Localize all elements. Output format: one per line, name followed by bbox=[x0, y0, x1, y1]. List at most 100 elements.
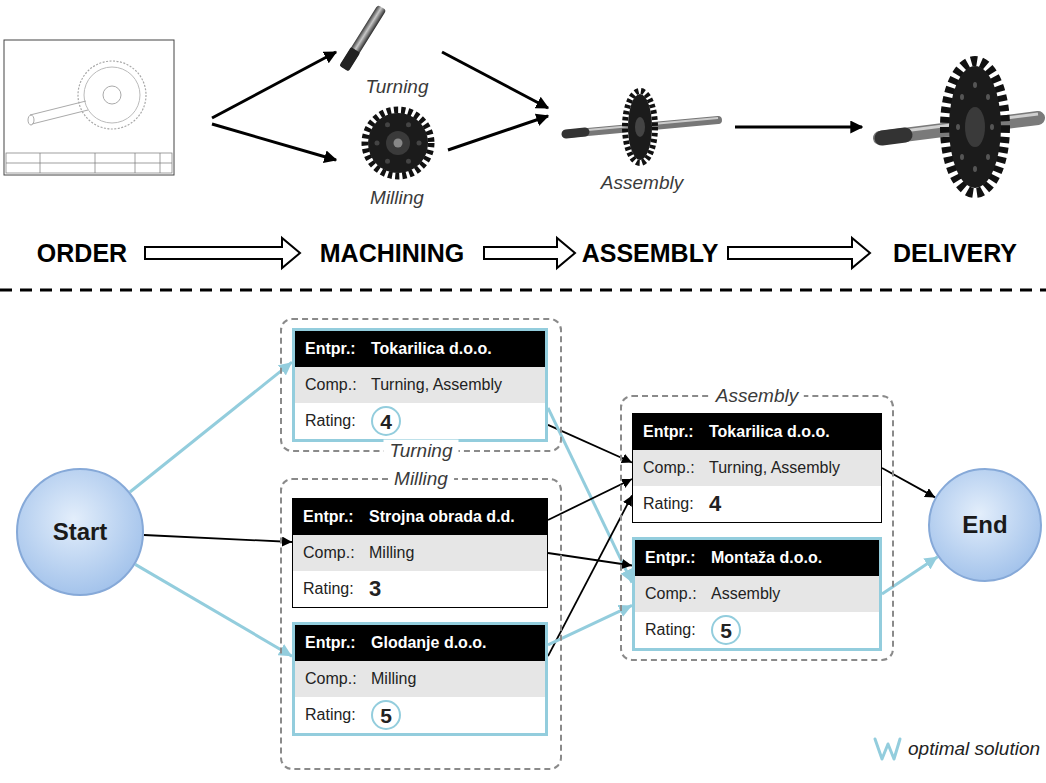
shaft-end bbox=[882, 135, 905, 138]
field-row: Rating: 5 bbox=[295, 697, 545, 733]
terminal-circle: Start bbox=[15, 467, 145, 597]
enterprise-box: Entpr.:Tokarilica d.o.o. Comp.: Turning, A… bbox=[292, 328, 548, 442]
field-value: 4 bbox=[371, 406, 401, 436]
field-value: Milling bbox=[369, 544, 414, 562]
field-label: Entpr.: bbox=[303, 508, 363, 526]
flow-arrow bbox=[212, 52, 336, 118]
legend-swatch bbox=[872, 736, 902, 762]
field-row: Comp.: Milling bbox=[295, 661, 545, 697]
gear-part bbox=[365, 110, 431, 176]
stage-group: Entpr.:Strojna obrada d.d.Comp.:MillingR… bbox=[280, 478, 562, 770]
terminal-label: End bbox=[962, 511, 1007, 539]
part-caption: Assembly bbox=[601, 172, 683, 195]
flow-arrow bbox=[448, 116, 548, 150]
group-label: Milling bbox=[388, 468, 454, 491]
gear-teeth bbox=[625, 91, 655, 163]
gear-hub bbox=[965, 107, 985, 147]
field-label: Comp.: bbox=[643, 459, 703, 477]
field-row: Comp.: Turning, Assembly bbox=[295, 367, 545, 403]
shaft-end bbox=[339, 47, 360, 71]
gear-sketch bbox=[78, 61, 146, 129]
field-value: Milling bbox=[371, 670, 416, 688]
field-label: Rating: bbox=[303, 580, 363, 598]
terminal-label: Start bbox=[53, 518, 108, 546]
shaft-end bbox=[566, 132, 585, 134]
connector-arrow bbox=[135, 564, 292, 656]
enterprise-box: Entpr.:Montaža d.o.o.Comp.:AssemblyRatin… bbox=[632, 537, 882, 651]
part-caption: Turning bbox=[365, 76, 428, 99]
gear-body bbox=[628, 94, 652, 160]
field-value: Turning, Assembly bbox=[371, 376, 502, 394]
title-block bbox=[6, 153, 172, 173]
field-row: Comp.: Assembly bbox=[635, 576, 879, 612]
field-value: Assembly bbox=[711, 585, 780, 603]
gear-body bbox=[949, 66, 1001, 188]
stage-name: ASSEMBLY bbox=[582, 238, 719, 268]
stage-arrows bbox=[145, 238, 870, 268]
part-caption: Milling bbox=[370, 187, 424, 210]
field-value: 5 bbox=[371, 700, 401, 730]
separator-line bbox=[0, 289, 1046, 292]
gear-teeth bbox=[365, 110, 431, 176]
field-label: Entpr.: bbox=[305, 340, 365, 358]
shaft-sketch bbox=[28, 115, 34, 125]
field-label: Comp.: bbox=[303, 544, 363, 562]
field-row: Rating:3 bbox=[293, 571, 547, 607]
field-label: Entpr.: bbox=[643, 423, 703, 441]
legend-sample bbox=[875, 739, 900, 759]
flow-arrows bbox=[212, 52, 862, 160]
stage-group: Entpr.:Tokarilica d.o.o. Comp.: Turning, A… bbox=[620, 395, 894, 661]
final-product bbox=[880, 61, 1038, 193]
enterprise-box: Entpr.:Tokarilica d.o.o. Comp.: Turning, A… bbox=[632, 413, 882, 523]
field-value: Turning, Assembly bbox=[709, 459, 840, 477]
stage-name: MACHINING bbox=[320, 238, 464, 268]
shaft-body bbox=[340, 5, 387, 71]
field-row: Comp.: Milling bbox=[293, 535, 547, 571]
group-label: Turning bbox=[383, 440, 458, 463]
field-label: Rating: bbox=[645, 621, 705, 639]
legend-item: optimal solution bbox=[872, 736, 1040, 762]
flow-arrow bbox=[212, 124, 336, 160]
stage-name: ORDER bbox=[37, 238, 127, 268]
hollow-arrow bbox=[484, 238, 575, 268]
hollow-arrow bbox=[728, 238, 870, 268]
field-row: Entpr.:Tokarilica d.o.o. bbox=[295, 331, 545, 367]
group-label: Assembly bbox=[710, 385, 804, 408]
gear-body bbox=[368, 113, 428, 173]
gear-sketch bbox=[103, 86, 121, 104]
assembly-part bbox=[566, 91, 718, 163]
shaft-part bbox=[339, 5, 386, 72]
gear-hub bbox=[635, 117, 645, 137]
connector-arrow bbox=[144, 535, 292, 542]
gear-hub bbox=[386, 131, 410, 155]
title-block bbox=[6, 153, 172, 173]
circle-outline bbox=[929, 469, 1041, 581]
field-row: Rating: 4 bbox=[633, 486, 881, 522]
field-value: 4 bbox=[709, 491, 721, 517]
enterprise-box: Entpr.:Glodanje d.o.o. Comp.: MillingRatin… bbox=[292, 622, 548, 736]
field-label: Comp.: bbox=[305, 670, 365, 688]
field-row: Entpr.:Glodanje d.o.o. bbox=[295, 625, 545, 661]
enterprise-box: Entpr.:Strojna obrada d.d. Comp.: MillingR… bbox=[292, 498, 548, 608]
legend: optimal solution bbox=[872, 736, 1040, 762]
field-value: Glodanje d.o.o. bbox=[371, 634, 487, 652]
circle-outline bbox=[17, 469, 143, 595]
field-label: Rating: bbox=[305, 706, 365, 724]
connector-arrow bbox=[882, 468, 935, 497]
gear-sketch bbox=[84, 67, 140, 123]
gear-bore bbox=[394, 139, 403, 148]
terminal-circle: End bbox=[927, 467, 1043, 583]
field-row: Entpr.:Strojna obrada d.d. bbox=[293, 499, 547, 535]
field-row: Rating:5 bbox=[635, 612, 879, 648]
field-label: Comp.: bbox=[645, 585, 705, 603]
field-label: Rating: bbox=[643, 495, 703, 513]
gear-holes bbox=[956, 82, 994, 172]
field-label: Comp.: bbox=[305, 376, 365, 394]
field-row: Entpr.:Tokarilica d.o.o. bbox=[633, 414, 881, 450]
shaft-sketch bbox=[30, 101, 88, 124]
gear-holes bbox=[375, 122, 422, 163]
stage-name: DELIVERY bbox=[893, 238, 1017, 268]
field-value: Montaža d.o.o. bbox=[711, 549, 822, 567]
field-row: Rating:4 bbox=[295, 403, 545, 439]
stage-group: Entpr.:Tokarilica d.o.o. Comp.: Turning, A… bbox=[280, 318, 562, 452]
